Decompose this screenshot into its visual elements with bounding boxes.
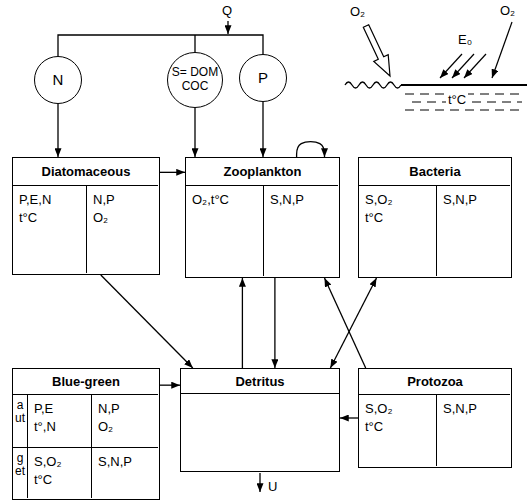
factor-list: N,P O₂: [87, 186, 120, 231]
box-heading: Protozoa: [359, 369, 511, 394]
factor-list: P,E t°,N: [28, 395, 62, 440]
factor-list: S,N,P: [92, 448, 138, 476]
factor-list: get: [14, 452, 26, 478]
text-label: t°C: [446, 92, 468, 108]
factor-cell: S,O₂ t°C: [359, 394, 436, 466]
compartment-box: Detritus: [180, 368, 340, 472]
flow-arrow: [160, 172, 185, 173]
text-label: Q: [222, 3, 232, 19]
water-surface: [401, 84, 527, 86]
factor-list: S,O₂ t°C: [359, 395, 398, 440]
flow-arrow: [262, 102, 263, 157]
flow-arrow: [325, 278, 366, 368]
factor-cell: N,P O₂: [86, 185, 158, 273]
oxygen-arrow: [363, 25, 390, 76]
compartment-box: ProtozoaS,O₂ t°C S,N,P: [358, 368, 512, 468]
input-bracket: [58, 35, 263, 56]
flow-arrow: [101, 275, 193, 368]
factor-list: P,E,N t°C: [13, 186, 57, 231]
oxygen-arrow: [492, 22, 512, 78]
mode-cell: get: [13, 447, 27, 498]
water-dashes: [405, 110, 522, 111]
wave-line: [345, 82, 401, 88]
flow-arrow: [330, 278, 376, 368]
circle-label: N: [53, 71, 64, 88]
flow-arrow: [297, 142, 325, 157]
compartment-box: BacteriaS,O₂ t°C S,N,P: [358, 157, 512, 278]
factor-list: S,N,P: [264, 186, 310, 214]
box-heading: Detritus: [181, 369, 339, 394]
text-label: O₂: [350, 4, 365, 20]
output-arrow: [259, 473, 260, 492]
text-label: U: [268, 479, 277, 495]
factor-list: aut: [14, 399, 26, 425]
compartment-box: Blue-green autP,E t°,N N,P O₂ getS,O₂ t°C S,…: [12, 368, 160, 500]
mode-cell: aut: [13, 394, 27, 447]
input-arrow: [227, 21, 228, 34]
factor-cell: S,O₂ t°C: [27, 447, 91, 498]
flow-arrow: [340, 417, 358, 418]
box-heading: Diatomaceous: [13, 158, 159, 185]
factor-cell: S,O₂ t°C: [359, 185, 436, 276]
box-heading: Bacteria: [359, 158, 511, 185]
box-heading: Blue-green: [13, 369, 159, 394]
factor-cell: P,E t°,N: [27, 394, 91, 447]
box-heading: Zooplankton: [186, 158, 339, 185]
factor-cell: O₂,t°C: [186, 185, 263, 276]
factor-cell: S,N,P: [436, 394, 510, 466]
light-arrow: [440, 54, 462, 78]
text-label: E₀: [458, 32, 472, 48]
factor-cell: P,E,N t°C: [13, 185, 86, 273]
light-arrow: [452, 54, 474, 78]
circle-label: P: [258, 69, 268, 86]
factor-list: S,O₂ t°C: [359, 186, 398, 231]
circle-label: COC: [182, 80, 209, 94]
flow-arrow: [160, 385, 180, 386]
flow-arrow: [194, 108, 195, 157]
compartment-box: ZooplanktonO₂,t°C S,N,P: [185, 157, 340, 278]
factor-list: S,N,P: [437, 395, 483, 423]
factor-cell: S,N,P: [436, 185, 510, 276]
factor-list: O₂,t°C: [186, 186, 235, 214]
nutrient-circle: S= DOMCOC: [167, 52, 223, 108]
flow-arrow: [242, 278, 243, 368]
nutrient-circle: N: [34, 56, 82, 104]
light-arrow: [464, 54, 486, 78]
factor-cell: S,N,P: [91, 447, 158, 498]
nutrient-circle: P: [239, 54, 287, 102]
factor-list: N,P O₂: [92, 395, 125, 440]
factor-list: S,O₂ t°C: [28, 448, 67, 493]
flow-arrow: [57, 104, 58, 157]
flow-arrow: [274, 278, 275, 368]
text-label: O₂: [500, 3, 515, 19]
factor-list: S,N,P: [437, 186, 483, 214]
factor-cell: N,P O₂: [91, 394, 158, 447]
factor-cell: S,N,P: [263, 185, 338, 276]
circle-label: S= DOM: [172, 66, 218, 80]
compartment-box: DiatomaceousP,E,N t°C N,P O₂: [12, 157, 160, 275]
